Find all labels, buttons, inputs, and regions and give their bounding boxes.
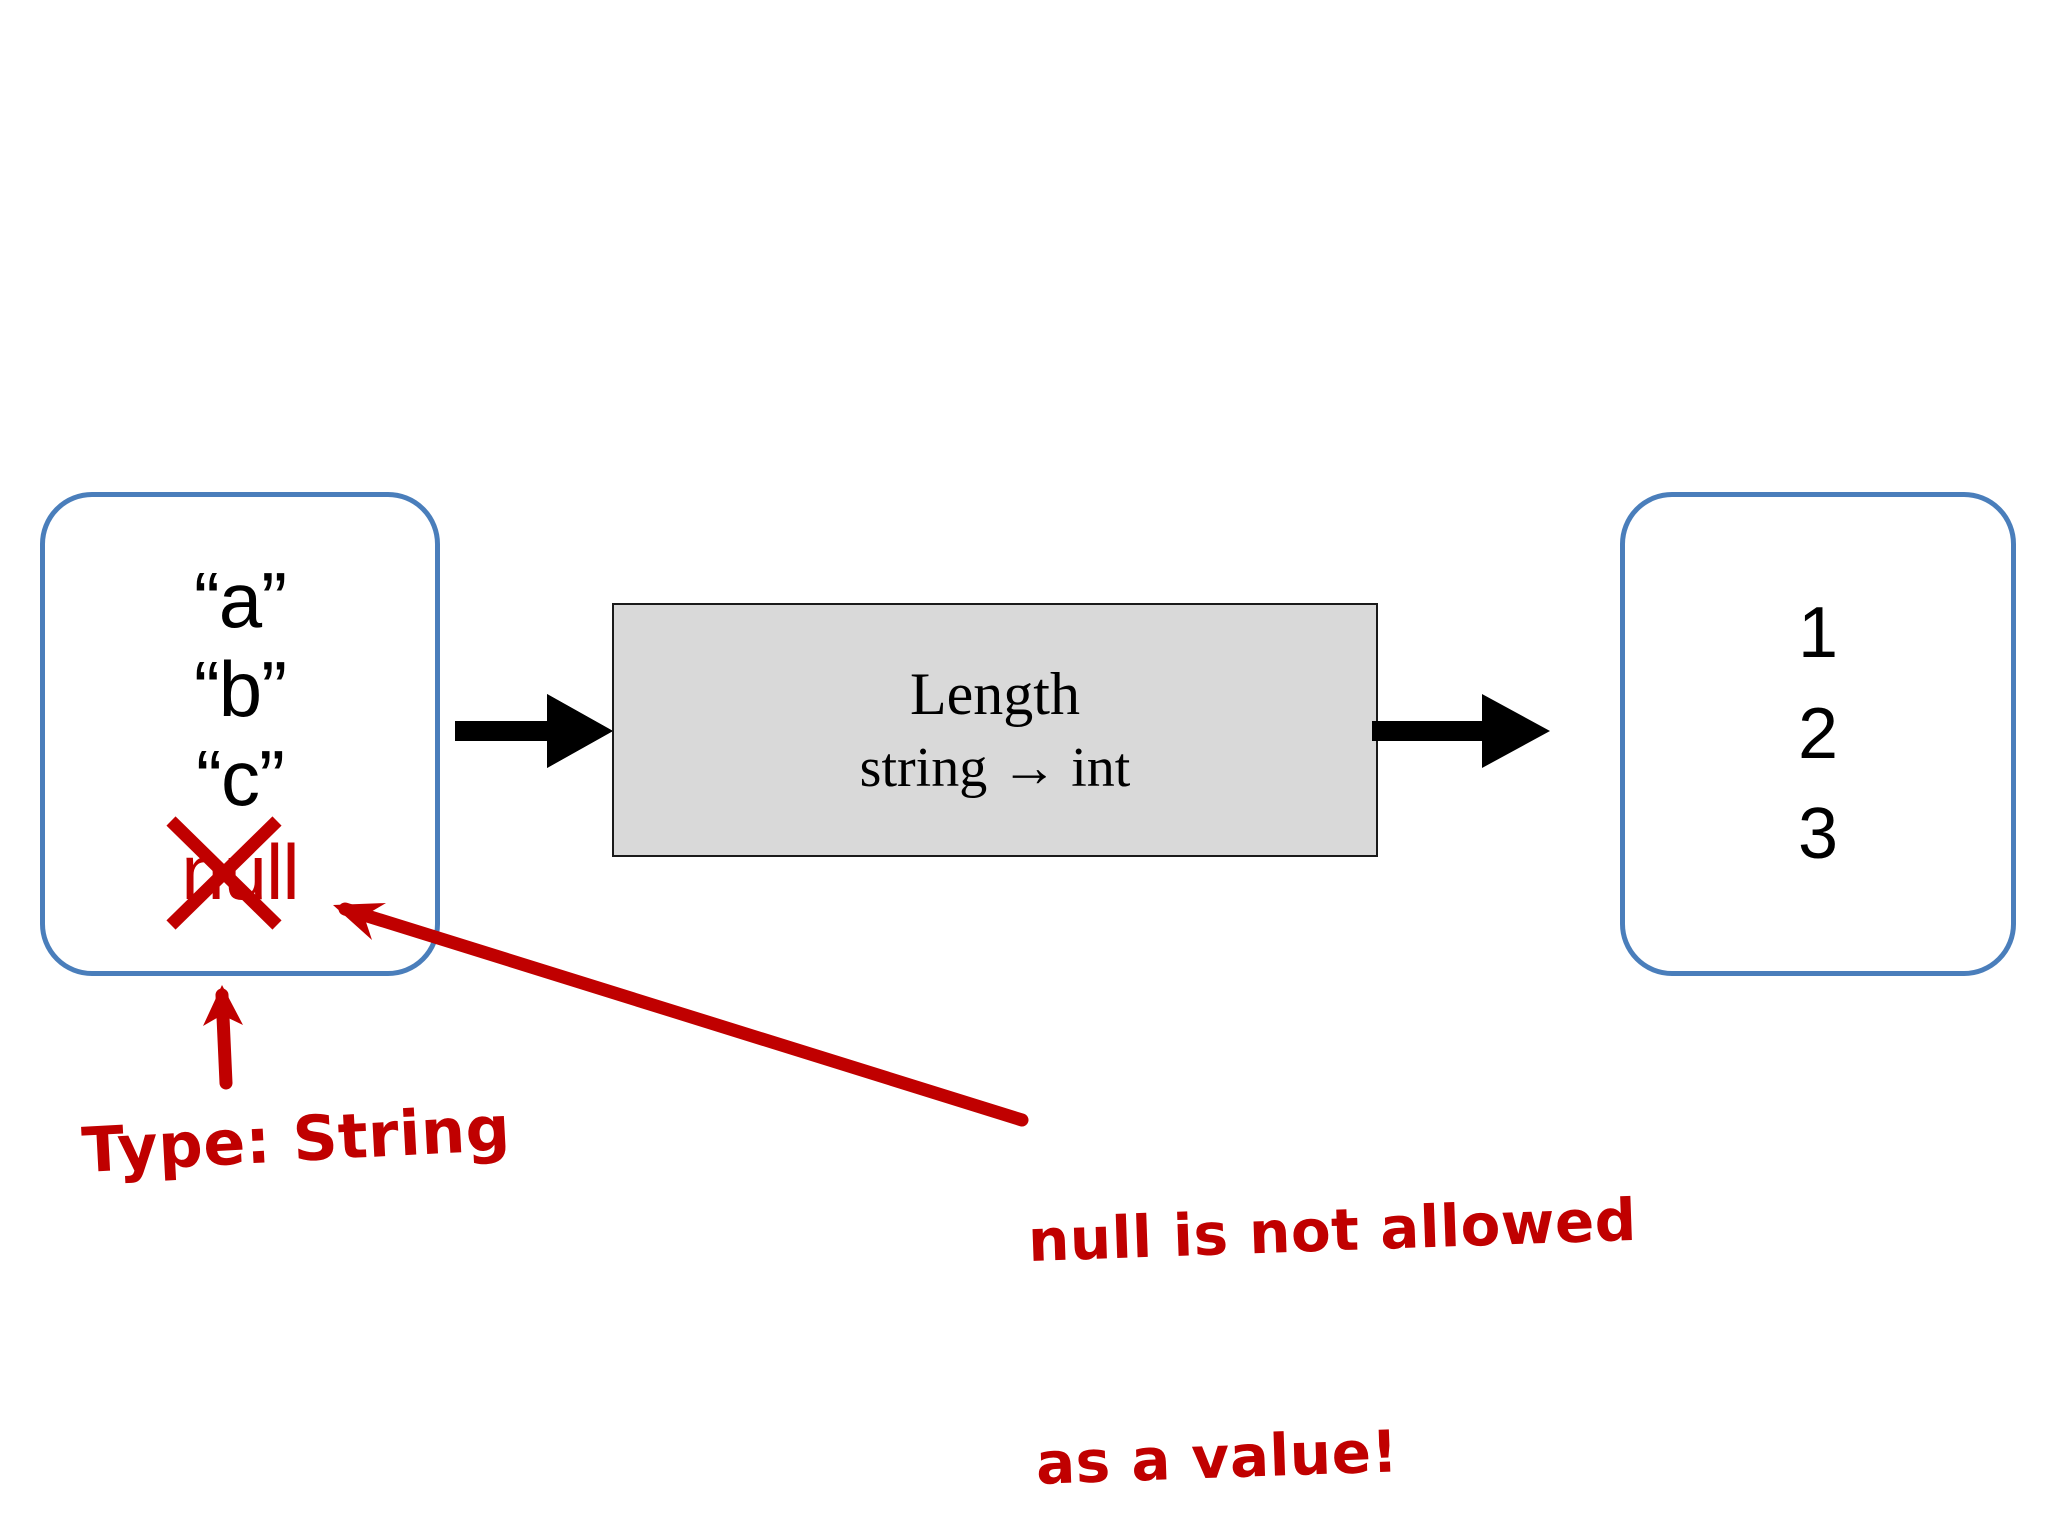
output-value-item: 3 bbox=[1797, 794, 1839, 875]
input-value-item: “c” bbox=[196, 734, 285, 823]
annotation-null-not-allowed: null is not allowed as a value! bbox=[1022, 1035, 1651, 1536]
arrow-function-to-output-icon bbox=[1372, 694, 1550, 768]
function-name: Length bbox=[910, 660, 1080, 727]
input-value-item: “a” bbox=[193, 555, 287, 644]
function-box: Length string → int bbox=[612, 603, 1378, 857]
function-signature: string → int bbox=[859, 737, 1131, 800]
output-values-box: 1 2 3 bbox=[1620, 492, 2016, 976]
output-value-item: 2 bbox=[1797, 693, 1839, 774]
annotation-null-line-1: null is not allowed bbox=[1026, 1186, 1638, 1276]
arrow-input-to-function-icon bbox=[455, 694, 613, 768]
type-label-arrow-icon bbox=[203, 985, 243, 1090]
null-value-label: null bbox=[181, 828, 299, 917]
input-values-box: “a” “b” “c” null bbox=[40, 492, 440, 976]
output-value-item: 1 bbox=[1797, 592, 1839, 673]
input-value-item: “b” bbox=[193, 644, 287, 733]
null-value-crossed-out: null bbox=[166, 816, 312, 930]
annotation-type-string: Type: String bbox=[80, 1091, 513, 1187]
annotation-null-line-2: as a value! bbox=[1034, 1417, 1400, 1499]
